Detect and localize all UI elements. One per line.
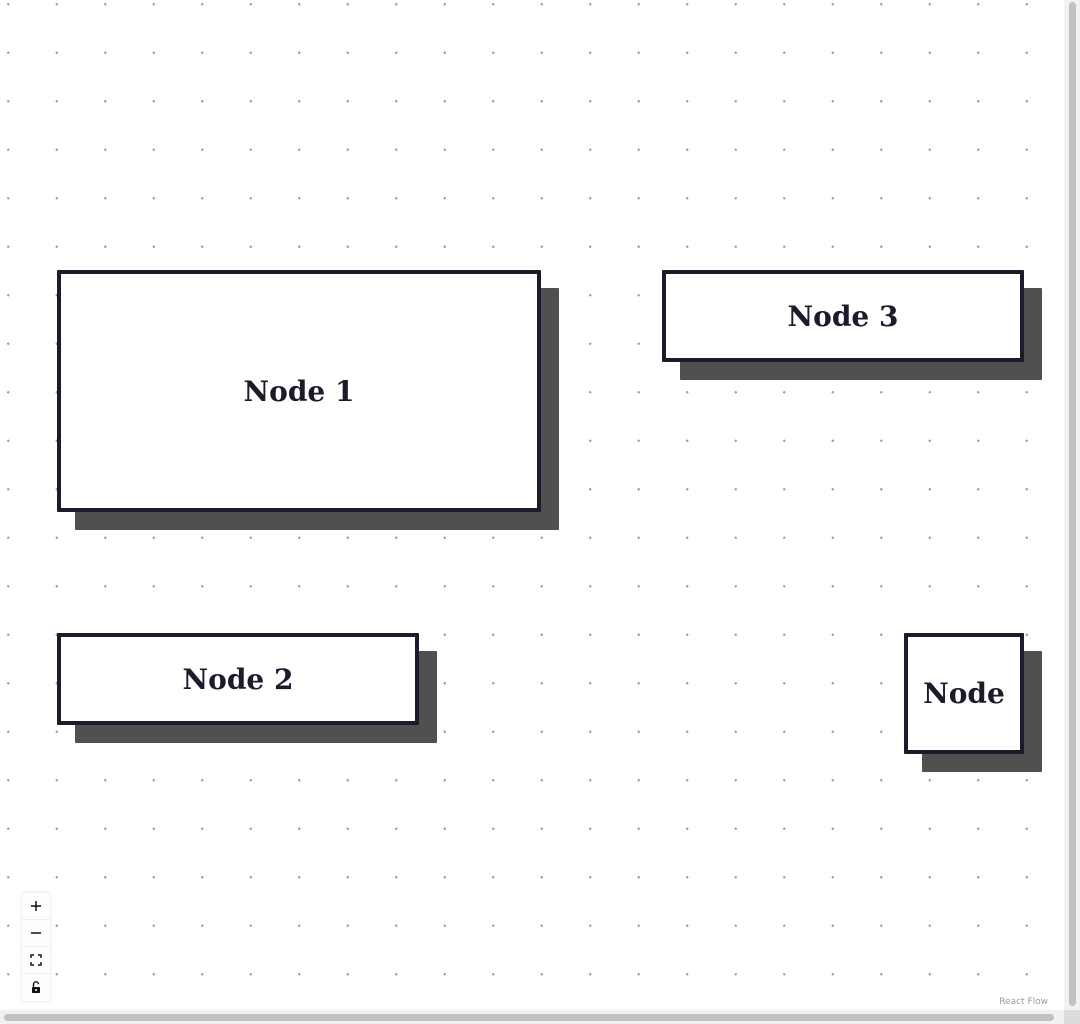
node-4[interactable]: Node — [904, 633, 1024, 754]
node-label: Node 1 — [243, 374, 355, 408]
fit-view-button[interactable] — [22, 947, 50, 974]
zoom-in-button[interactable] — [22, 893, 50, 920]
unlock-icon — [32, 981, 40, 993]
plus-icon — [31, 901, 41, 911]
scrollbar-corner — [1064, 1010, 1080, 1024]
horizontal-scrollbar-thumb[interactable] — [4, 1014, 1054, 1021]
vertical-scrollbar-thumb[interactable] — [1069, 2, 1076, 1006]
vertical-scrollbar[interactable] — [1064, 0, 1080, 1010]
node-2[interactable]: Node 2 — [57, 633, 419, 725]
node-3[interactable]: Node 3 — [662, 270, 1024, 362]
horizontal-scrollbar[interactable] — [0, 1010, 1064, 1024]
node-label: Node 3 — [787, 299, 899, 333]
fit-view-icon — [30, 954, 42, 966]
flow-controls — [22, 893, 50, 1001]
flow-canvas[interactable]: Node 1 Node 3 Node 2 Node — [0, 0, 1064, 1010]
attribution-link[interactable]: React Flow — [997, 996, 1050, 1008]
minus-icon — [31, 932, 41, 934]
node-label: Node 2 — [182, 662, 294, 696]
node-1[interactable]: Node 1 — [57, 270, 541, 512]
lock-button[interactable] — [22, 974, 50, 1001]
node-label: Node — [923, 677, 1005, 710]
zoom-out-button[interactable] — [22, 920, 50, 947]
